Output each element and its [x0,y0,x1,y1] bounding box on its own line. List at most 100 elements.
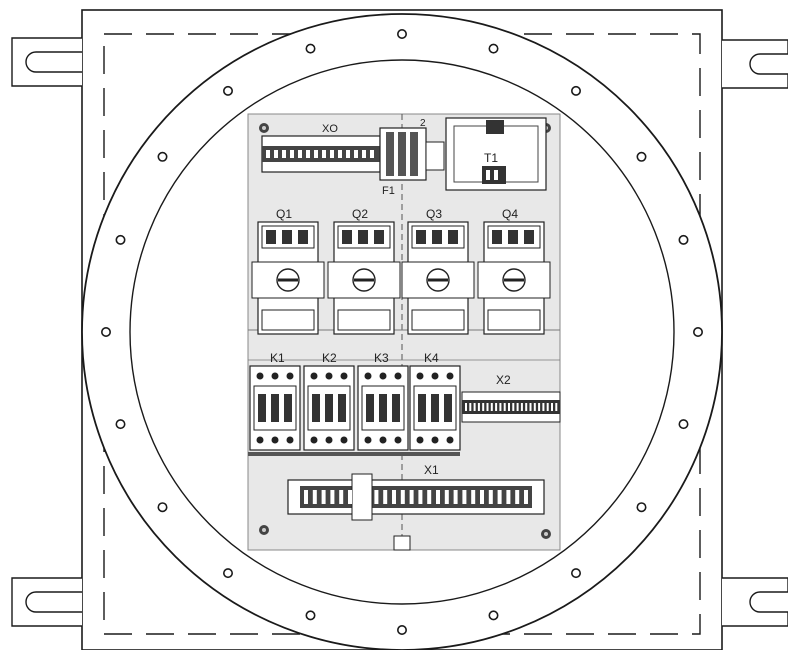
terminal-slot [312,490,317,504]
motor-breaker-q1 [251,221,325,335]
terminal-slot [503,403,506,411]
contactor-k4 [409,365,461,451]
terminal-slot [314,150,318,158]
label-f2: 2 [420,118,426,129]
transformer-t1 [445,117,547,191]
bolt-hole [157,151,168,162]
terminal-slot [370,150,374,158]
terminal-slot [462,490,467,504]
terminal-slot [508,403,510,411]
bolt-hole [692,326,703,337]
bolt-hole [488,43,499,54]
terminal-slot [436,490,440,504]
motor-breaker-q3 [401,221,475,335]
terminal-slot [520,403,523,411]
terminal-slot [538,403,541,411]
terminal-slot [555,403,558,411]
label-q1: Q1 [276,207,292,221]
label-xo: XO [322,123,338,135]
label-k3: K3 [374,351,389,365]
terminal-slot [499,403,502,411]
terminal-slot [282,150,286,158]
terminal-slot [546,403,549,411]
terminal-slot [427,490,432,504]
bolt-hole [570,568,581,579]
terminal-slot [469,403,472,411]
terminal-slot [266,150,270,158]
label-q2: Q2 [352,207,368,221]
terminal-slot [525,403,528,411]
terminal-slot [488,490,493,504]
terminal-slot [486,403,489,411]
terminal-slot [516,403,519,411]
bolt-hole [678,419,689,430]
bolt-hole [223,568,234,579]
terminal-slot [497,490,502,504]
terminal-slot [453,490,458,504]
terminal-slot [512,403,515,411]
terminal-slot [392,490,396,504]
bolt-hole [636,151,647,162]
terminal-slot [480,490,484,504]
terminal-slot [495,403,498,411]
label-k1: K1 [270,351,285,365]
terminal-slot [346,150,350,158]
label-k2: K2 [322,351,337,365]
terminal-slot [321,490,326,504]
mounting-bracket-bottom-left [11,577,82,627]
terminal-slot [348,490,352,504]
terminal-slot [490,403,493,411]
label-f1: F1 [382,185,395,197]
terminal-block-xo [261,135,381,173]
contactor-k2 [303,365,355,451]
terminal-slot [400,490,405,504]
label-x1: X1 [424,463,439,477]
terminal-slot [533,403,536,411]
terminal-slot [322,150,326,158]
terminal-slot [365,490,370,504]
terminal-slot [524,490,528,504]
contactor-k1 [249,365,301,451]
bolt-hole [305,43,316,54]
bolt-hole [636,502,647,513]
label-q4: Q4 [502,207,518,221]
motor-breaker-q2 [327,221,401,335]
terminal-slot [482,403,485,411]
bolt-hole [101,326,112,337]
contactor-din-rail [248,452,460,456]
terminal-block-x2 [461,391,561,423]
label-q3: Q3 [426,207,442,221]
terminal-slot [473,403,476,411]
motor-breaker-q4 [477,221,551,335]
terminal-slot [444,490,449,504]
mounting-bracket-bottom-right [722,577,788,627]
bolt-hole [396,624,407,635]
terminal-slot [354,150,358,158]
terminal-slot [515,490,520,504]
terminal-slot [383,490,388,504]
bolt-hole [223,85,234,96]
terminal-slot [306,150,310,158]
contactor-k3 [357,365,409,451]
terminal-slot [304,490,308,504]
bolt-hole [396,28,407,39]
mounting-bracket-top-right [722,39,788,89]
mounting-bracket-top-left [11,37,82,87]
flange-bolt-holes [101,28,703,635]
terminal-slot [551,403,553,411]
terminal-slot [274,150,278,158]
terminal-slot [465,403,467,411]
terminal-slot [409,490,414,504]
cable-entry-gland [393,535,411,551]
bolt-hole [678,234,689,245]
terminal-slot [362,150,366,158]
terminal-slot [330,490,335,504]
terminal-slot [298,150,302,158]
terminal-slot [542,403,545,411]
bolt-hole [488,610,499,621]
bolt-hole [570,85,581,96]
terminal-slot [471,490,476,504]
terminal-slot [338,150,342,158]
bolt-hole [115,234,126,245]
